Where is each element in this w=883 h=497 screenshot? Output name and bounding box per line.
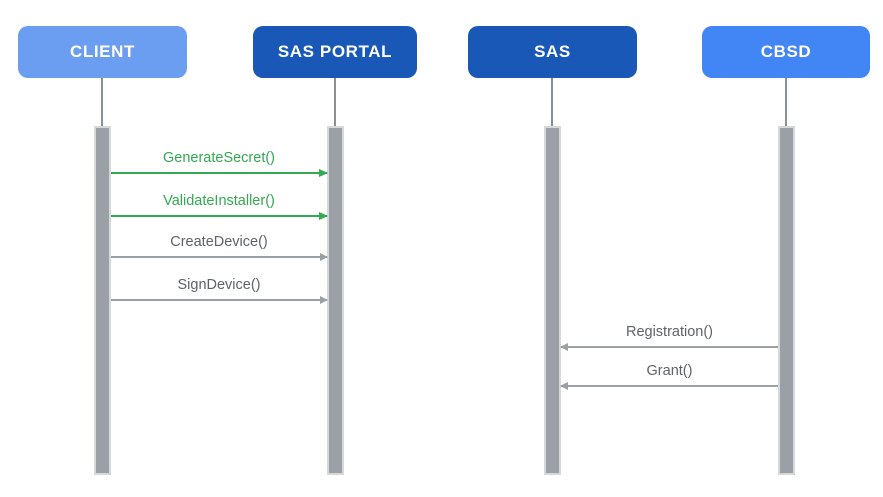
arrowhead-right-icon [320,295,328,304]
message-label: Grant() [646,363,693,379]
activation-bar-client [94,126,111,475]
message-arrow [111,169,328,177]
arrowhead-right-icon [319,212,328,220]
lifeline-sas-portal [334,78,336,127]
message-arrow [111,212,328,220]
message-arrow [560,342,778,351]
message-registration: Registration() [560,321,778,351]
message-arrow [111,295,328,304]
actor-label-sas: SAS [534,42,571,61]
message-validate-installer: ValidateInstaller() [111,190,328,220]
message-sign-device: SignDevice() [111,274,328,304]
message-label: SignDevice() [177,277,261,293]
actor-label-sas-portal: SAS PORTAL [277,42,393,61]
actor-box-client: CLIENT [18,26,187,78]
message-grant: Grant() [560,360,778,390]
activation-bar-sas [544,126,561,475]
actor-box-sas-portal: SAS PORTAL [253,26,417,78]
arrowhead-left-icon [560,381,568,390]
message-create-device: CreateDevice() [111,231,328,261]
message-label: ValidateInstaller() [163,193,275,209]
lifeline-cbsd [785,78,787,127]
arrowhead-right-icon [320,252,328,261]
message-label: Registration() [625,324,714,340]
arrowhead-right-icon [319,169,328,177]
message-arrow [111,252,328,261]
lifeline-sas [551,78,553,127]
activation-bar-sas-portal [327,126,344,475]
activation-bar-cbsd [778,126,795,475]
actor-box-cbsd: CBSD [702,26,870,78]
message-arrow [560,381,778,390]
lifeline-client [101,78,103,127]
arrowhead-left-icon [560,342,568,351]
actor-label-cbsd: CBSD [760,42,812,61]
message-label: CreateDevice() [170,234,268,250]
message-label: GenerateSecret() [162,150,276,166]
actor-label-client: CLIENT [70,42,135,61]
message-generate-secret: GenerateSecret() [111,147,328,177]
actor-box-sas: SAS [468,26,637,78]
